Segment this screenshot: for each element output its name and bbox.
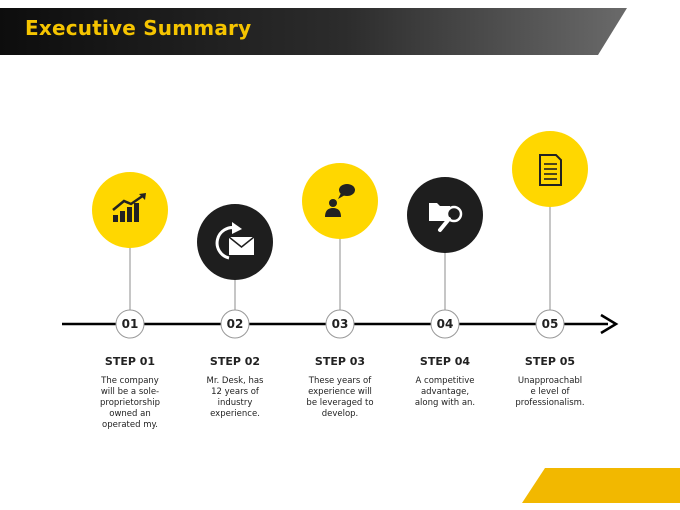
step-5 (512, 131, 588, 339)
step-title: STEP 03 (314, 355, 366, 368)
step-description: A competitive advantage, along with an. (414, 376, 476, 408)
timeline-arrowhead (600, 313, 619, 335)
step-title: STEP 01 (104, 355, 156, 368)
step-number: 02 (226, 317, 244, 331)
folder-search-icon (429, 203, 463, 232)
step-description: These years of experience will be levera… (306, 376, 374, 419)
step-description: Unapproachabl e level of professionalism… (515, 376, 585, 408)
step-icon-circle (302, 163, 378, 239)
step-number-circle (430, 309, 460, 339)
step-number: 04 (436, 317, 454, 331)
speaker-person-icon (325, 184, 355, 217)
step-number-circle (535, 309, 565, 339)
step-3 (302, 163, 378, 339)
step-title: STEP 02 (209, 355, 261, 368)
document-icon (539, 154, 562, 186)
step-number: 05 (541, 317, 559, 331)
step-number-circle (220, 309, 250, 339)
page-title: Executive Summary (25, 16, 252, 40)
step-description: Mr. Desk, has 12 years of industry exper… (206, 376, 264, 419)
growth-chart-icon (112, 193, 146, 222)
step-number: 01 (121, 317, 139, 331)
step-number-circle (115, 309, 145, 339)
step-4 (407, 177, 483, 339)
step-2 (197, 204, 273, 339)
step-title: STEP 05 (524, 355, 576, 368)
reply-mail-icon (215, 222, 255, 260)
step-1 (92, 172, 168, 339)
header-bar (0, 8, 627, 55)
step-number: 03 (331, 317, 349, 331)
step-description: The company will be a sole- proprietorsh… (100, 376, 160, 430)
step-number-circle (325, 309, 355, 339)
step-title: STEP 04 (419, 355, 471, 368)
